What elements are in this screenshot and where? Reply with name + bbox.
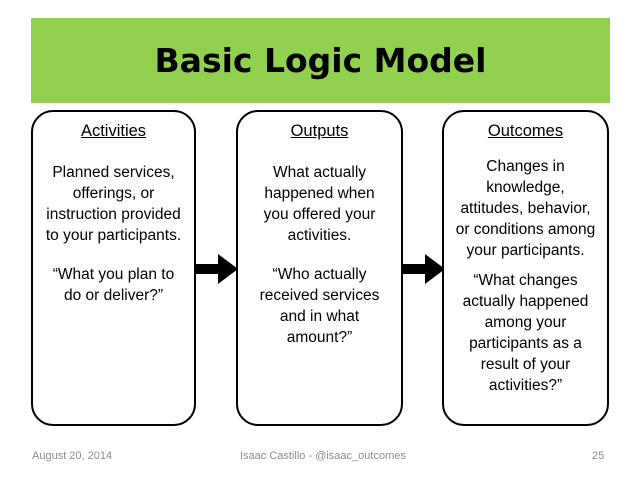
right-arrow-icon xyxy=(194,254,238,284)
footer-date: August 20, 2014 xyxy=(32,450,113,462)
activities-heading: Activities xyxy=(80,122,147,140)
outcomes-box: Outcomes Changes in knowledge, attitudes… xyxy=(442,110,609,426)
title-banner: Basic Logic Model xyxy=(31,18,610,103)
outputs-box: Outputs What actually happened when you … xyxy=(236,110,403,426)
outputs-heading: Outputs xyxy=(290,122,349,140)
activities-question: “What you plan to do or deliver?” xyxy=(52,266,175,304)
activities-description: Planned services, offerings, or instruct… xyxy=(45,164,182,244)
outputs-description: What actually happened when you offered … xyxy=(263,164,376,244)
outputs-question: “Who actually received services and in w… xyxy=(259,266,380,346)
page-title: Basic Logic Model xyxy=(154,41,487,80)
outcomes-description: Changes in knowledge, attitudes, behavio… xyxy=(455,158,596,259)
activities-box: Activities Planned services, offerings, … xyxy=(31,110,196,426)
outcomes-heading: Outcomes xyxy=(487,122,564,140)
footer-page-number: 25 xyxy=(592,450,605,462)
footer-author: Isaac Castillo - @isaac_outcomes xyxy=(240,450,406,462)
right-arrow-icon xyxy=(401,254,445,284)
outcomes-question: “What changes actually happened among yo… xyxy=(462,272,589,394)
